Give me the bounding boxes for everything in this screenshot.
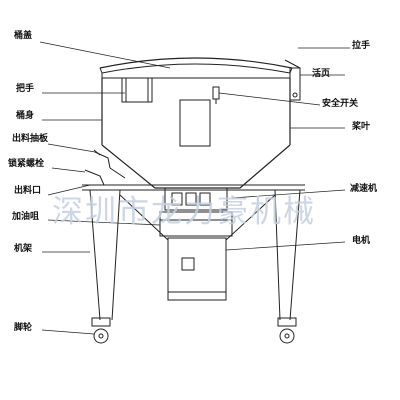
label-caster: 脚轮 (14, 323, 33, 333)
label-outlet: 出料口 (14, 186, 42, 196)
label-pull-handle: 拉手 (352, 41, 371, 51)
label-body: 桶身 (16, 111, 35, 121)
label-reducer: 减速机 (350, 184, 378, 194)
label-motor: 电机 (352, 236, 371, 246)
top-handle (121, 77, 153, 103)
label-lid: 桶盖 (14, 31, 33, 41)
leader-lines-right (218, 47, 350, 251)
label-blade: 桨叶 (352, 122, 371, 132)
label-discharge-plate: 出料抽板 (12, 134, 49, 144)
leader-lines-left (39, 41, 171, 335)
barrel-body (101, 78, 291, 189)
label-frame: 机架 (14, 244, 33, 254)
pull-handle-and-hinge (284, 59, 301, 101)
label-safety-switch: 安全开关 (322, 99, 359, 109)
motor (167, 237, 227, 301)
label-handle: 把手 (16, 84, 35, 94)
discharge-outlet (84, 149, 126, 186)
label-oil-cup: 加油咀 (12, 212, 40, 222)
frame (82, 184, 305, 321)
lid (99, 57, 293, 79)
casters (91, 317, 297, 344)
label-hinge: 活页 (312, 69, 331, 79)
watermark: 深圳市龙力豪机械 (52, 194, 316, 230)
reducer-unit (159, 187, 233, 237)
label-lock-bolt: 锁紧螺栓 (8, 159, 45, 169)
